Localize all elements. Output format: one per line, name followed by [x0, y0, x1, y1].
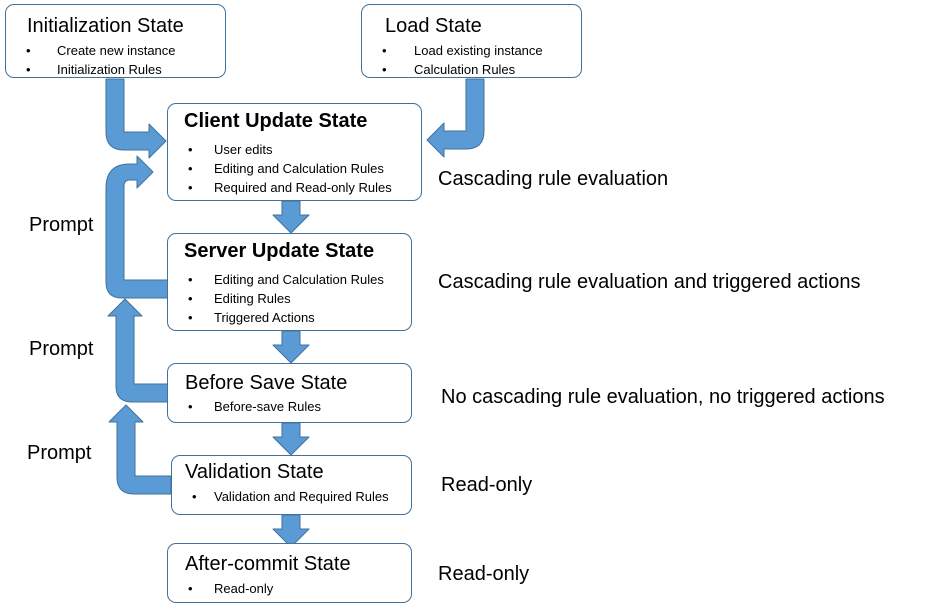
list-item: Editing and Calculation Rules [168, 159, 392, 178]
state-title: After-commit State [185, 553, 351, 575]
state-title: Validation State [185, 461, 324, 483]
list-item: Validation and Required Rules [172, 487, 389, 506]
list-item: Initialization Rules [6, 60, 176, 79]
state-rules-list: Validation and Required Rules [172, 487, 389, 506]
after-commit-state-box: After-commit State Read-only [167, 543, 412, 603]
state-rules-list: Load existing instance Calculation Rules [362, 41, 543, 79]
list-item: Required and Read-only Rules [168, 178, 392, 197]
state-title: Load State [385, 15, 482, 37]
arrow-load-to-client [426, 78, 485, 158]
arrow-prompt-validation-to-before-save [108, 404, 172, 495]
arrow-server-to-before-save [272, 330, 310, 364]
arrow-prompt-before-save-to-server [107, 298, 169, 403]
note-client-update: Cascading rule evaluation [438, 168, 669, 190]
arrow-init-to-client [105, 78, 167, 159]
list-item: Before-save Rules [168, 397, 321, 416]
arrow-prompt-server-to-client [105, 155, 169, 299]
arrow-client-to-server [272, 200, 310, 234]
server-update-state-box: Server Update State Editing and Calculat… [167, 233, 412, 331]
prompt-label: Prompt [29, 214, 94, 236]
list-item: User edits [168, 140, 392, 159]
client-update-state-box: Client Update State User edits Editing a… [167, 103, 422, 201]
arrow-validation-to-after-commit [272, 514, 310, 548]
state-title: Before Save State [185, 372, 348, 394]
state-title: Server Update State [184, 240, 375, 262]
list-item: Editing and Calculation Rules [168, 270, 384, 289]
state-title: Client Update State [184, 110, 368, 132]
list-item: Triggered Actions [168, 308, 384, 327]
before-save-state-box: Before Save State Before-save Rules [167, 363, 412, 423]
list-item: Read-only [168, 579, 273, 598]
list-item: Load existing instance [362, 41, 543, 60]
load-state-box: Load State Load existing instance Calcul… [361, 4, 582, 79]
list-item: Create new instance [6, 41, 176, 60]
prompt-label: Prompt [27, 442, 92, 464]
state-title: Initialization State [27, 15, 184, 37]
state-rules-list: User edits Editing and Calculation Rules… [168, 140, 392, 197]
note-validation: Read-only [441, 474, 533, 496]
state-rules-list: Read-only [168, 579, 273, 598]
initialization-state-box: Initialization State Create new instance… [5, 4, 226, 79]
validation-state-box: Validation State Validation and Required… [171, 455, 412, 515]
note-server-update: Cascading rule evaluation and triggered … [438, 271, 861, 293]
state-rules-list: Before-save Rules [168, 397, 321, 416]
note-before-save: No cascading rule evaluation, no trigger… [441, 386, 885, 408]
list-item: Calculation Rules [362, 60, 543, 79]
state-rules-list: Editing and Calculation Rules Editing Ru… [168, 270, 384, 327]
arrow-before-save-to-validation [272, 422, 310, 456]
prompt-label: Prompt [29, 338, 94, 360]
list-item: Editing Rules [168, 289, 384, 308]
note-after-commit: Read-only [438, 563, 530, 585]
state-rules-list: Create new instance Initialization Rules [6, 41, 176, 79]
